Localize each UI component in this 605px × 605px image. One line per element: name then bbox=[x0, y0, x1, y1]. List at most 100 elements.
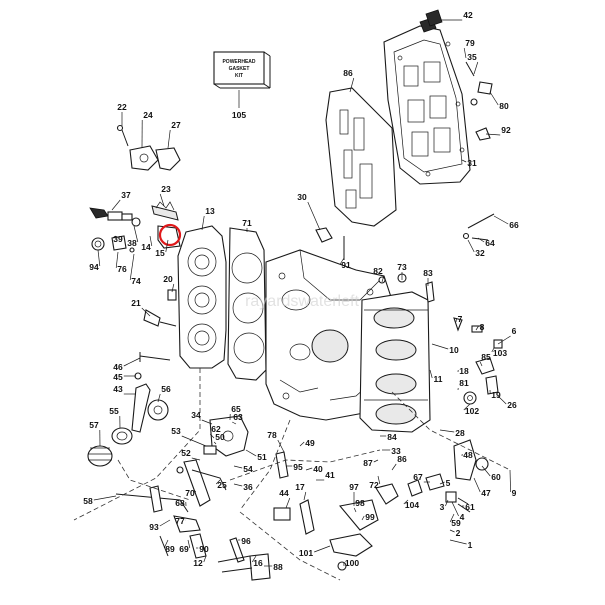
callout-18: 18 bbox=[459, 366, 469, 376]
callout-49: 49 bbox=[305, 438, 315, 448]
callout-103: 103 bbox=[493, 348, 507, 358]
leader-line-102 bbox=[463, 403, 471, 411]
callout-101: 101 bbox=[299, 548, 313, 558]
callout-50: 50 bbox=[215, 432, 225, 442]
leader-line-8 bbox=[475, 325, 479, 331]
leader-line-89 bbox=[163, 539, 169, 549]
callout-10: 10 bbox=[449, 345, 459, 355]
callout-93: 93 bbox=[149, 522, 159, 532]
left-side-linkage-parts bbox=[87, 289, 177, 467]
callout-79: 79 bbox=[465, 38, 475, 48]
callout-11: 11 bbox=[434, 374, 443, 384]
leader-line-98 bbox=[353, 507, 357, 513]
leader-line-54 bbox=[233, 465, 243, 469]
callout-72: 72 bbox=[369, 480, 379, 490]
leader-line-6 bbox=[497, 335, 511, 345]
callout-48: 48 bbox=[463, 450, 473, 460]
leader-line-49 bbox=[299, 441, 305, 447]
callout-58: 58 bbox=[83, 496, 93, 506]
callout-1: 1 bbox=[468, 540, 473, 550]
leader-line-25 bbox=[215, 479, 221, 485]
leader-line-64 bbox=[477, 237, 485, 243]
leader-line-3 bbox=[445, 499, 449, 507]
callout-6: 6 bbox=[512, 326, 517, 336]
leader-line-59 bbox=[449, 513, 455, 523]
highlight-ring bbox=[158, 223, 182, 247]
callout-3: 3 bbox=[440, 502, 445, 512]
leader-line-7 bbox=[455, 317, 457, 323]
callout-26: 26 bbox=[507, 400, 517, 410]
leader-line-5 bbox=[439, 481, 445, 485]
callout-68: 68 bbox=[175, 498, 185, 508]
callout-27: 27 bbox=[171, 120, 181, 130]
callout-31: 31 bbox=[467, 158, 477, 168]
leader-line-30 bbox=[307, 201, 321, 231]
leader-line-31 bbox=[461, 159, 467, 163]
leader-line-10 bbox=[431, 343, 449, 350]
callout-33: 33 bbox=[391, 446, 401, 456]
leader-line-9 bbox=[509, 469, 511, 493]
callout-66: 66 bbox=[509, 220, 519, 230]
leader-line-70 bbox=[193, 489, 197, 493]
leader-line-47 bbox=[473, 477, 481, 493]
leader-line-74 bbox=[129, 253, 135, 281]
callout-82: 82 bbox=[373, 266, 383, 276]
leader-line-34 bbox=[201, 419, 213, 425]
leader-line-27 bbox=[167, 129, 171, 149]
leader-line-87 bbox=[373, 459, 379, 463]
callout-80: 80 bbox=[499, 101, 509, 111]
callout-28: 28 bbox=[455, 428, 465, 438]
leader-line-103 bbox=[491, 347, 495, 353]
leader-line-80 bbox=[489, 91, 499, 106]
leader-line-38 bbox=[133, 225, 139, 243]
leader-line-39 bbox=[112, 235, 117, 239]
callout-45: 45 bbox=[113, 372, 123, 382]
callout-22: 22 bbox=[117, 102, 127, 112]
callout-7: 7 bbox=[458, 314, 463, 324]
callout-91: 91 bbox=[341, 260, 351, 270]
callout-89: 89 bbox=[165, 544, 175, 554]
callout-69: 69 bbox=[179, 544, 189, 554]
leader-line-46 bbox=[123, 357, 141, 367]
callout-84: 84 bbox=[387, 432, 397, 442]
callout-78: 78 bbox=[267, 430, 277, 440]
callout-40: 40 bbox=[313, 464, 323, 474]
callout-95: 95 bbox=[293, 462, 303, 472]
callout-25: 25 bbox=[217, 480, 227, 490]
callout-54: 54 bbox=[243, 464, 253, 474]
leader-line-82 bbox=[381, 275, 385, 283]
callout-38: 38 bbox=[127, 238, 137, 248]
callout-23: 23 bbox=[161, 184, 171, 194]
callout-41: 41 bbox=[325, 470, 335, 480]
leader-line-16 bbox=[251, 555, 257, 563]
leader-line-62 bbox=[209, 433, 215, 439]
callout-76: 76 bbox=[117, 264, 127, 274]
callout-65: 65 bbox=[231, 404, 241, 414]
callout-8: 8 bbox=[480, 322, 485, 332]
leader-line-11 bbox=[429, 369, 433, 379]
callout-102: 102 bbox=[465, 406, 479, 416]
leader-line-72 bbox=[377, 475, 381, 485]
callout-92: 92 bbox=[501, 125, 511, 135]
callout-37: 37 bbox=[121, 190, 131, 200]
powerhead-gasket-kit-box: POWERHEAD GASKET KIT bbox=[213, 51, 271, 108]
assembly-dashed-lines bbox=[73, 368, 511, 581]
leader-line-1 bbox=[449, 539, 467, 545]
callout-90: 90 bbox=[199, 544, 209, 554]
leader-line-12 bbox=[203, 555, 207, 563]
leader-line-85 bbox=[479, 361, 483, 367]
callout-70: 70 bbox=[185, 488, 195, 498]
callout-15: 15 bbox=[155, 248, 165, 258]
leader-line-60 bbox=[481, 465, 491, 477]
callout-35: 35 bbox=[467, 52, 477, 62]
callout-43: 43 bbox=[113, 384, 123, 394]
callout-39: 39 bbox=[113, 234, 123, 244]
callout-4: 4 bbox=[460, 512, 465, 522]
leader-line-26 bbox=[497, 395, 507, 405]
callout-13: 13 bbox=[205, 206, 215, 216]
callout-21: 21 bbox=[131, 298, 141, 308]
callout-71: 71 bbox=[242, 218, 252, 228]
leader-line-92 bbox=[485, 133, 501, 136]
callout-55: 55 bbox=[109, 406, 119, 416]
